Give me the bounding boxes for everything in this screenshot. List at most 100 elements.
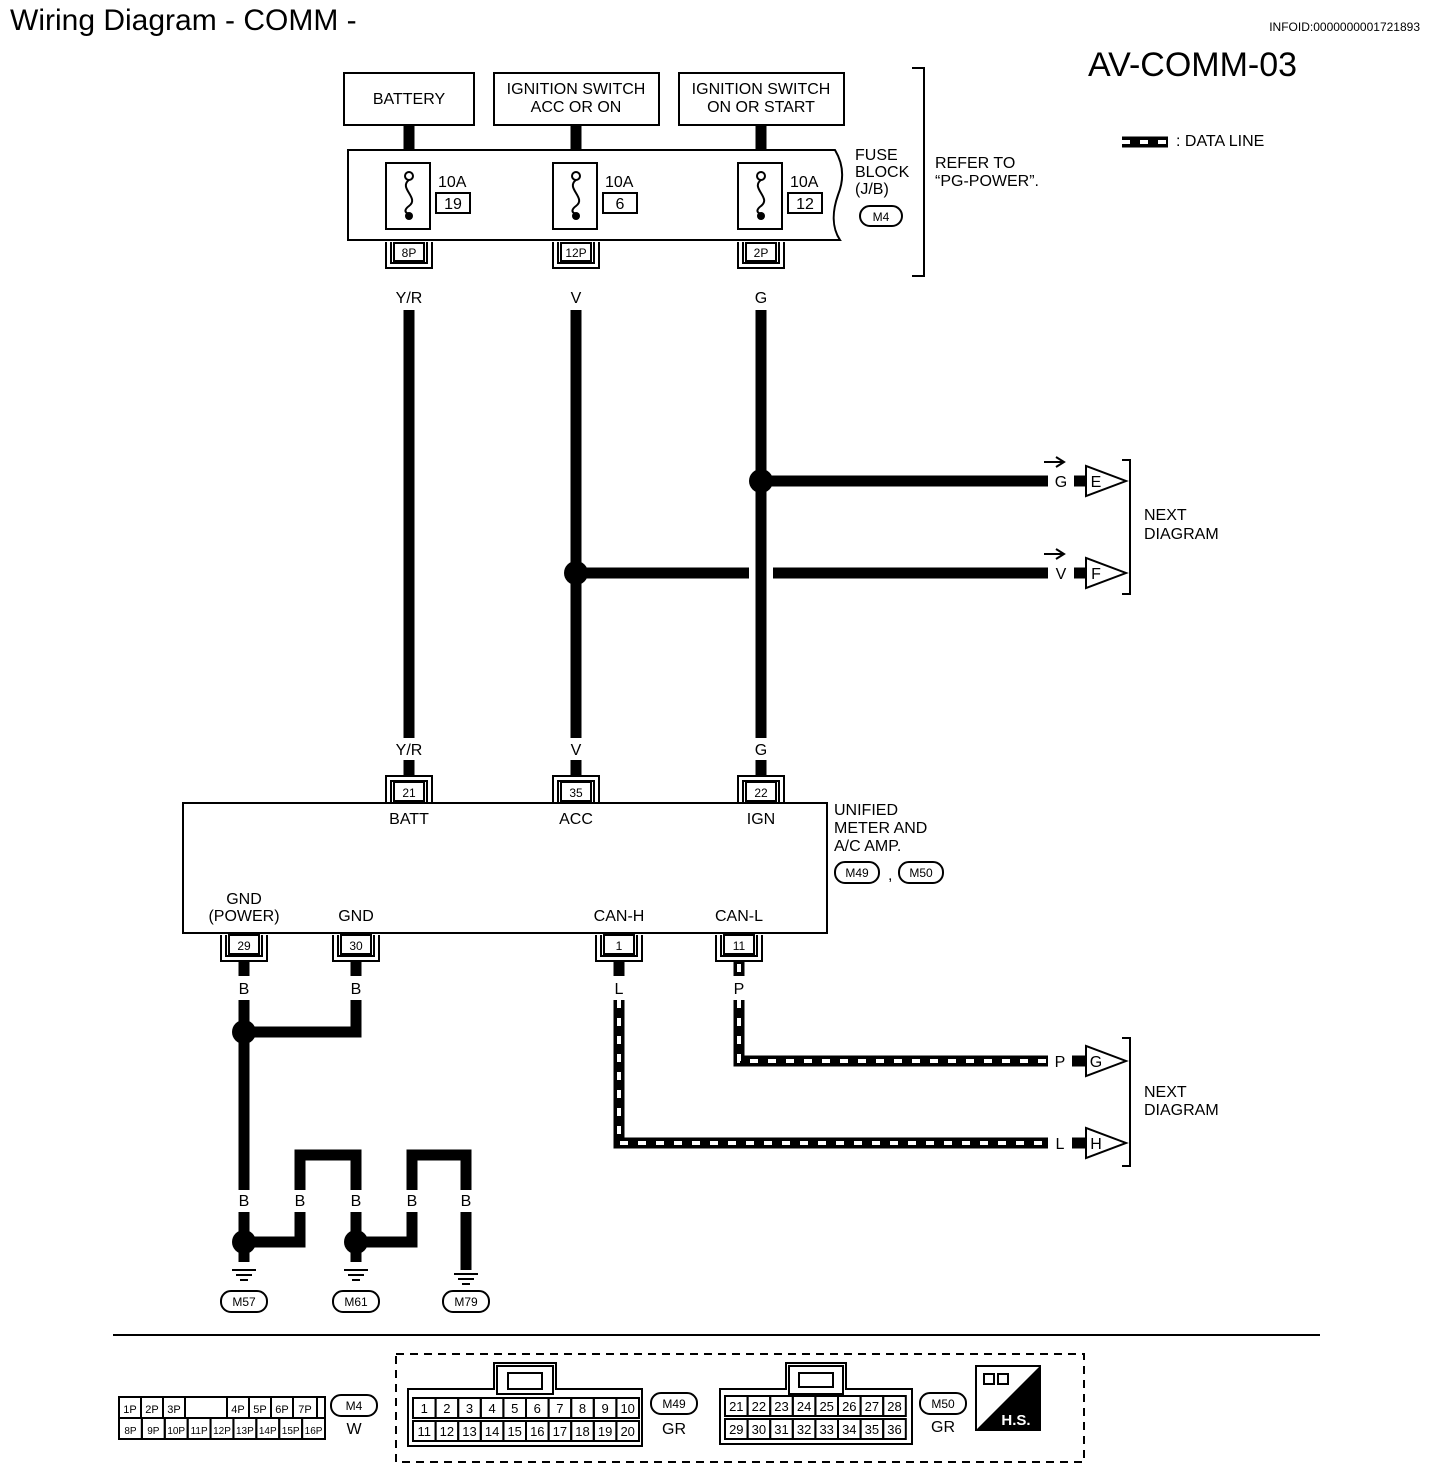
pin-cell-label: 7P	[298, 1404, 311, 1416]
pin-label-ign: IGN	[747, 811, 775, 828]
pin-cell-label: 27	[865, 1399, 879, 1414]
pin-label-batt: BATT	[389, 811, 429, 828]
ground-badge-m57	[220, 1290, 268, 1313]
pin-cell-label: 1	[421, 1401, 428, 1416]
ignition-on-line1: IGNITION SWITCH	[692, 81, 831, 98]
pin-cell-label: 19	[598, 1424, 612, 1439]
svg-text:M61: M61	[344, 1295, 368, 1309]
next-upper-bracket	[1122, 459, 1131, 595]
pin-label-gnd-power-1: GND	[226, 891, 262, 908]
svg-text:P: P	[1055, 1054, 1066, 1071]
fuse-block-bracket	[912, 67, 925, 277]
pin-cell-label: 21	[729, 1399, 743, 1414]
fuse-block-outline	[347, 149, 844, 241]
pin-cell-label: 33	[819, 1422, 833, 1437]
wire-color-l: L	[615, 981, 624, 998]
pin-cell-label: 23	[774, 1399, 788, 1414]
svg-text:NEXT: NEXT	[1144, 507, 1187, 524]
refer-to-line1: REFER TO	[935, 155, 1015, 172]
ground-icon	[454, 1273, 478, 1285]
svg-text:8P: 8P	[402, 246, 417, 260]
pin-cell-label: 11P	[191, 1426, 208, 1437]
ground-icon	[344, 1269, 368, 1281]
ground-icon	[232, 1269, 256, 1281]
pin-cell	[184, 1396, 228, 1419]
svg-text:11: 11	[733, 939, 746, 953]
pin-cell-label: 12P	[213, 1426, 231, 1437]
ignition-on-line2: ON OR START	[707, 99, 815, 116]
wire-ground-30	[244, 1000, 362, 1038]
pin-cell-label: 6P	[275, 1404, 288, 1416]
svg-text:NEXT: NEXT	[1144, 1084, 1187, 1101]
fuse-19: 10A 19	[385, 162, 471, 230]
battery-box	[343, 72, 475, 126]
svg-text:12P: 12P	[565, 246, 586, 260]
wire-color-b-g2: B	[295, 1193, 306, 1210]
pin-cell-label: 16	[530, 1424, 544, 1439]
svg-text:F: F	[1091, 566, 1101, 583]
pin-cell-label: 29	[729, 1422, 743, 1437]
svg-text:M50: M50	[931, 1397, 955, 1411]
pin-label-gnd-power-2: (POWER)	[208, 908, 279, 925]
svg-text:10A: 10A	[438, 174, 467, 191]
pin-cell-label: 3P	[167, 1404, 180, 1416]
splice-ground-m61	[344, 1230, 368, 1254]
pin-cell-label: 35	[865, 1422, 879, 1437]
info-id: INFOID:0000000001721893	[1269, 20, 1420, 34]
pin-cell-label: 10	[620, 1401, 634, 1416]
refer-to-line2: “PG-POWER”.	[935, 173, 1039, 190]
fuse-pin-12p: 12P	[552, 242, 600, 269]
connector-arrow-e	[1085, 464, 1129, 498]
pin-cell-label: 8	[579, 1401, 586, 1416]
fuse-block-label-3: (J/B)	[855, 181, 889, 198]
pin-cell-label: 13	[462, 1424, 476, 1439]
pin-cell	[301, 1417, 327, 1440]
pin-cell-label: 1P	[123, 1404, 136, 1416]
fuse-pin-8p: 8P	[385, 242, 433, 269]
svg-text:M4: M4	[346, 1399, 363, 1413]
pin-label-acc: ACC	[559, 811, 593, 828]
wire-ground-loop-1	[294, 1149, 362, 1190]
svg-text:10A: 10A	[605, 174, 634, 191]
unit-pin-1: 1	[595, 934, 643, 962]
splice-ground-m57	[232, 1230, 256, 1254]
svg-text:DIAGRAM: DIAGRAM	[1144, 526, 1219, 543]
unit-pin-21: 21	[385, 775, 433, 802]
unit-pin-29: 29	[220, 934, 268, 962]
fuse-pin-2p: 2P	[737, 242, 785, 269]
wire-color-yr-bottom: Y/R	[396, 742, 423, 759]
pin-cell-label: 34	[842, 1422, 856, 1437]
page-title: Wiring Diagram - COMM -	[10, 4, 357, 37]
svg-text:L: L	[1056, 1136, 1065, 1153]
svg-text:M57: M57	[232, 1295, 256, 1309]
ground-badge-m61	[332, 1290, 380, 1313]
svg-text:6: 6	[616, 196, 625, 213]
ignition-acc-line1: IGNITION SWITCH	[507, 81, 646, 98]
pin-cell-label: 5	[511, 1401, 518, 1416]
svg-text:G: G	[1090, 1054, 1102, 1071]
svg-text:21: 21	[402, 786, 416, 800]
pin-cell-label: 10P	[167, 1426, 185, 1437]
wire-color-b-g5: B	[461, 1193, 472, 1210]
legend-data-line-label: : DATA LINE	[1176, 133, 1264, 150]
pin-cell-label: 32	[797, 1422, 811, 1437]
wire-color-b-g1: B	[239, 1193, 250, 1210]
pin-cell-label: 30	[752, 1422, 766, 1437]
svg-text:M49: M49	[845, 866, 869, 880]
pin-cell-label: 13P	[236, 1426, 254, 1437]
pin-cell-label: 8P	[124, 1426, 137, 1437]
wire-color-v-top: V	[571, 290, 582, 307]
ignition-switch-on-box	[678, 72, 845, 126]
pin-cell-label: 6	[534, 1401, 541, 1416]
pin-cell-label: 7	[556, 1401, 563, 1416]
svg-text:M50: M50	[909, 866, 933, 880]
wire-color-g-top: G	[755, 290, 767, 307]
svg-text:E: E	[1091, 474, 1102, 491]
pin-cell-label: 14P	[259, 1426, 277, 1437]
wire-color-g-bottom: G	[755, 742, 767, 759]
data-line-legend: : DATA LINE	[1122, 133, 1264, 150]
pin-cell-label: 25	[819, 1399, 833, 1414]
pin-cell-label: 5P	[253, 1404, 266, 1416]
connector-badge-m4	[330, 1394, 378, 1417]
pin-cell-label: 14	[485, 1424, 499, 1439]
